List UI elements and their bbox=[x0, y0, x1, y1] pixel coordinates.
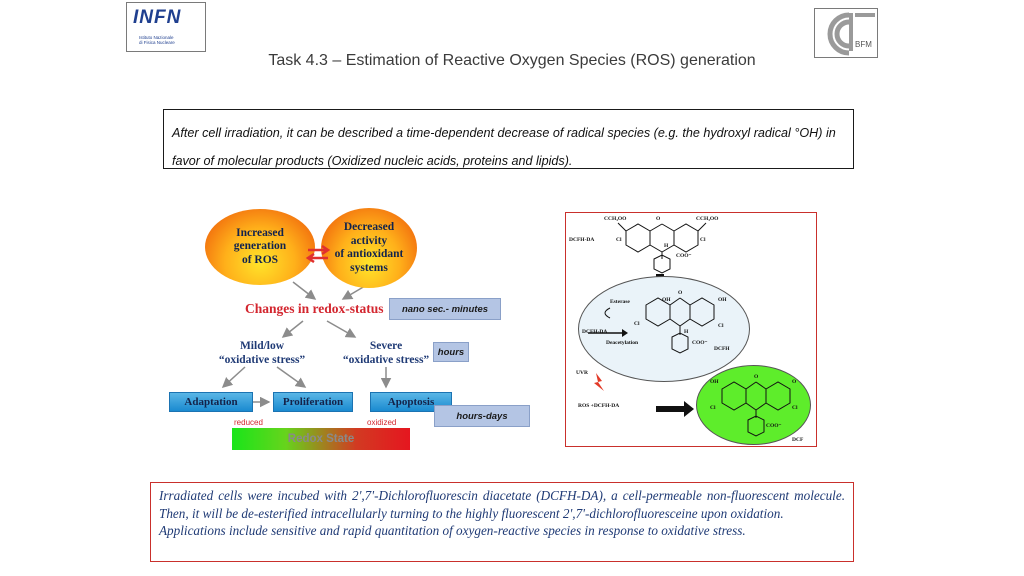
proliferation-box: Proliferation bbox=[273, 392, 353, 412]
severe-stress-label: Severe “oxidative stress” bbox=[342, 340, 430, 366]
page-title: Task 4.3 – Estimation of Reactive Oxygen… bbox=[268, 52, 756, 69]
dcfh-cl-left: Cl bbox=[634, 321, 640, 327]
mild-stress-label: Mild/low “oxidative stress” bbox=[218, 340, 306, 366]
dcf-coo-label: COO⁻ bbox=[766, 423, 782, 429]
dcfh-da-structure bbox=[617, 222, 707, 274]
dcfh-h-label: H bbox=[684, 329, 689, 335]
intro-text: After cell irradiation, it can be descri… bbox=[172, 126, 836, 168]
adaptation-box: Adaptation bbox=[169, 392, 253, 412]
bfm-logo: BFM bbox=[814, 8, 878, 58]
infn-logo-brand: INFN bbox=[133, 7, 182, 28]
top-left-group: CCH₃OO bbox=[604, 216, 627, 222]
esterase-label: Esterase bbox=[610, 299, 630, 305]
double-arrow-icon bbox=[305, 245, 331, 263]
redox-diagram: Increased generation of ROS Decreased ac… bbox=[165, 204, 535, 454]
coo-label: COO⁻ bbox=[676, 253, 692, 259]
oh-right-label: OH bbox=[718, 297, 727, 303]
dcf-cl-right: Cl bbox=[792, 405, 798, 411]
cl-right-label: Cl bbox=[700, 237, 706, 243]
dcfh-cl-right: Cl bbox=[718, 323, 724, 329]
ring-oxygen: O bbox=[656, 216, 661, 222]
dcfh-label: DCFH bbox=[714, 346, 730, 352]
top-right-group: CCH₃OO bbox=[696, 216, 719, 222]
cl-left-label: Cl bbox=[616, 237, 622, 243]
dcf-label: DCF bbox=[792, 437, 804, 443]
applications-paragraph: Applications include sensitive and rapid… bbox=[159, 523, 746, 538]
uvr-label: UVR bbox=[576, 370, 588, 376]
dcf-structure bbox=[721, 381, 791, 437]
oxidized-label: oxidized bbox=[367, 418, 397, 427]
oh-left-label: OH bbox=[662, 297, 671, 303]
dcfh-chemistry-panel: CCH₃OO O CCH₃OO DCFH-DA Cl Cl H COO⁻ bbox=[565, 212, 817, 447]
increased-ros-node: Increased generation of ROS bbox=[205, 209, 315, 285]
intro-text-box: After cell irradiation, it can be descri… bbox=[163, 109, 854, 169]
diagram-arrows bbox=[221, 281, 392, 408]
method-text-box: Irradiated cells were incubed with 2',7'… bbox=[150, 482, 854, 562]
bfm-logo-text: BFM bbox=[855, 40, 872, 49]
dcfh-da-label: DCFH-DA bbox=[569, 237, 595, 243]
bfm-logo-mark: BFM bbox=[827, 12, 875, 56]
deacetylation-label: Deacetylation bbox=[606, 340, 639, 346]
changes-redox-status: Changes in redox-status bbox=[245, 301, 384, 316]
dcf-ring-oxygen: O bbox=[754, 374, 759, 380]
method-paragraph: Irradiated cells were incubed with 2',7'… bbox=[159, 488, 845, 521]
ros-dcfh-da-label: ROS +DCFH-DA bbox=[578, 403, 620, 409]
infn-logo: INFN Istituto Nazionale di Fisica Nuclea… bbox=[126, 2, 206, 52]
cell-ellipse bbox=[578, 276, 750, 382]
dcf-fluorescent-ellipse bbox=[696, 365, 811, 445]
dcfh-ring-oxygen: O bbox=[678, 290, 683, 296]
reduced-label: reduced bbox=[234, 418, 263, 427]
dcf-oh-label: OH bbox=[710, 379, 719, 385]
time-label-hours: hours bbox=[433, 342, 469, 362]
apoptosis-box: Apoptosis bbox=[370, 392, 452, 412]
time-label-nano: nano sec.- minutes bbox=[389, 298, 501, 320]
time-label-hours-days: hours-days bbox=[434, 405, 530, 427]
dcf-cl-left: Cl bbox=[710, 405, 716, 411]
h-label: H bbox=[664, 243, 669, 249]
redox-state-bar: Redox State bbox=[232, 428, 410, 450]
dcf-o-label: O bbox=[792, 379, 797, 385]
dcfh-da-small-label: DCFH-DA bbox=[582, 329, 608, 335]
decreased-antioxidant-node: Decreased activity of antioxidant system… bbox=[321, 208, 417, 288]
dcfh-coo-label: COO⁻ bbox=[692, 340, 708, 346]
infn-logo-subtitle: Istituto Nazionale di Fisica Nucleare bbox=[139, 35, 175, 45]
